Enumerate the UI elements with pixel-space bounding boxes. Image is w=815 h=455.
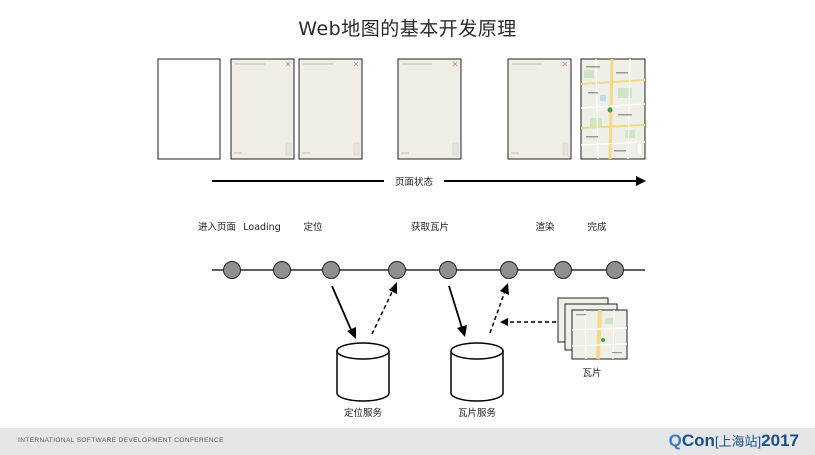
page-state-loading-1 — [230, 58, 295, 160]
location-service-database-icon — [336, 342, 390, 402]
conference-name: INTERNATIONAL SOFTWARE DEVELOPMENT CONFE… — [18, 437, 224, 444]
tile-service-database-icon — [450, 342, 504, 402]
tiles-label: 瓦片 — [582, 367, 601, 379]
node-tiles-return — [500, 261, 518, 279]
node-fetch-tiles — [439, 261, 457, 279]
label-fetch-tiles: 获取瓦片 — [411, 221, 449, 233]
location-service-request-arrow — [331, 285, 356, 339]
label-loading: Loading — [243, 222, 280, 233]
page-state-axis — [212, 176, 646, 186]
label-locate: 定位 — [303, 221, 323, 233]
page-state-loading-2 — [298, 58, 363, 160]
page-state-rendered-map — [580, 58, 646, 160]
tile-service-response-arrow — [489, 283, 509, 334]
location-service-label: 定位服务 — [344, 407, 383, 419]
node-locate-return — [388, 261, 406, 279]
tile-service-label: 瓦片服务 — [458, 407, 497, 419]
brand-q: Q — [668, 431, 682, 450]
label-enter-page: 进入页面 — [198, 222, 236, 233]
qcon-logo: QCon[上海站]2017 — [669, 431, 799, 451]
map-tiles-stack-icon — [557, 297, 628, 360]
slide-title: Web地图的基本开发原理 — [298, 18, 517, 40]
page-state-locating — [397, 58, 462, 160]
tiles-to-service-arrow — [500, 318, 556, 326]
footer-bar: INTERNATIONAL SOFTWARE DEVELOPMENT CONFE… — [0, 428, 815, 455]
page-state-fetching-tiles — [507, 58, 572, 160]
node-locate — [322, 261, 340, 279]
location-service-response-arrow — [371, 282, 397, 335]
page-state-label: 页面状态 — [395, 176, 434, 188]
brand-con: Con — [681, 431, 715, 450]
location-marker-icon — [607, 107, 613, 113]
brand-city: [上海站] — [714, 434, 762, 449]
timeline-nodes — [223, 261, 624, 279]
node-render — [554, 261, 572, 279]
node-complete — [606, 261, 624, 279]
page-state-blank — [157, 58, 221, 160]
label-complete: 完成 — [587, 221, 607, 233]
node-enter-page — [223, 261, 241, 279]
brand-year: 2017 — [761, 431, 799, 450]
node-loading — [273, 261, 291, 279]
label-render: 渲染 — [535, 221, 555, 233]
tile-service-request-arrow — [448, 285, 467, 337]
